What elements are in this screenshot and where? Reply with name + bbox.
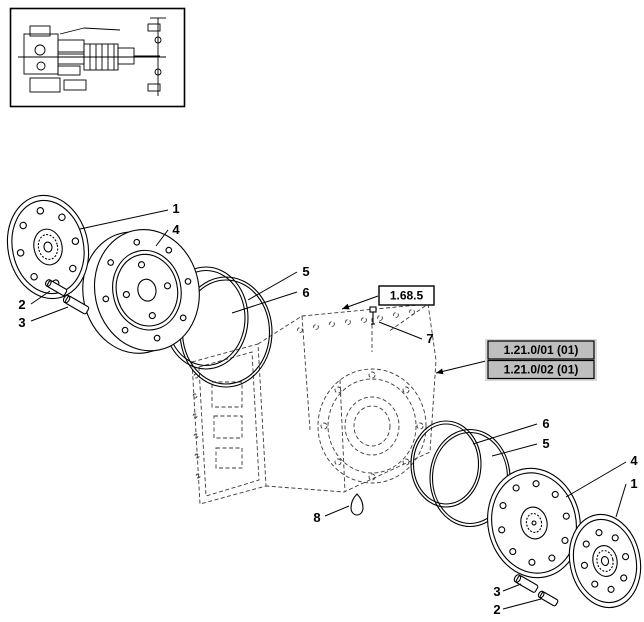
leader-6-left [231, 291, 298, 314]
callout-5-right-ring: 5 [542, 436, 549, 451]
leader-4-left [155, 229, 169, 247]
callout-7-bolt: 7 [426, 331, 433, 346]
plug-8 [350, 493, 364, 516]
pin-2-left [45, 279, 68, 296]
callout-2-right-pin: 2 [493, 602, 500, 617]
tractor-driveline-inset [9, 7, 186, 108]
leader-4-right [565, 461, 627, 498]
bolt-7 [369, 306, 377, 325]
leader-3-left [30, 306, 69, 322]
callout-4-left-drum: 4 [172, 222, 180, 237]
callout-6-left-ring: 6 [302, 285, 309, 300]
leader-1-left [79, 209, 169, 230]
brake-disc-left [6, 194, 90, 300]
arrowhead [436, 368, 444, 375]
variant-ref-box-1[interactable]: 1.21.0/01 (01) [487, 340, 595, 360]
callout-1-right-disc: 1 [630, 476, 637, 491]
leader-7 [378, 321, 423, 340]
pin-3-left [62, 294, 90, 315]
pin-3-right [513, 574, 539, 593]
housing-ref-label[interactable]: 1.68.5 [390, 289, 424, 303]
callout-6-right-ring: 6 [542, 416, 549, 431]
callout-5-left-ring: 5 [302, 264, 309, 279]
tractor-schematic [18, 17, 166, 96]
callout-2-left-pin: 2 [18, 297, 25, 312]
brake-drum-left [82, 228, 200, 354]
leader-2-left [30, 290, 51, 305]
pin-2-right [537, 590, 559, 607]
arrowhead [342, 303, 350, 310]
leader-ref-variants [435, 360, 487, 374]
leader-3-right [502, 583, 522, 592]
leader-1-right [615, 483, 627, 518]
leader-8 [324, 505, 350, 517]
callout-8-plug: 8 [313, 510, 320, 525]
callout-4-right-plate: 4 [630, 453, 638, 468]
transmission-housing-reference [191, 303, 437, 505]
variant-ref-label-2[interactable]: 1.21.0/02 (01) [504, 363, 579, 377]
callout-3-left-pin: 3 [18, 315, 25, 330]
leader-2-right [502, 598, 542, 610]
leader-5-right [491, 443, 538, 457]
inset-frame [9, 7, 186, 108]
leader-lines [30, 209, 627, 610]
housing-ref-box[interactable]: 1.68.5 [378, 285, 435, 306]
seal-ring-6-right [410, 420, 482, 508]
variant-ref-label-1[interactable]: 1.21.0/01 (01) [504, 343, 579, 357]
brake-disc-right [568, 513, 642, 609]
leader-5-left [247, 271, 298, 301]
callout-1-left-disc: 1 [172, 201, 179, 216]
callout-3-right-pin: 3 [493, 584, 500, 599]
leader-6-right [472, 423, 538, 445]
brake-plate-right [487, 467, 581, 579]
variant-ref-box-2[interactable]: 1.21.0/02 (01) [487, 359, 595, 380]
variant-ref-group: 1.21.0/01 (01) 1.21.0/02 (01) [485, 339, 597, 381]
callout-labels: 1 4 2 3 5 6 7 8 6 5 4 1 3 2 [18, 201, 638, 617]
